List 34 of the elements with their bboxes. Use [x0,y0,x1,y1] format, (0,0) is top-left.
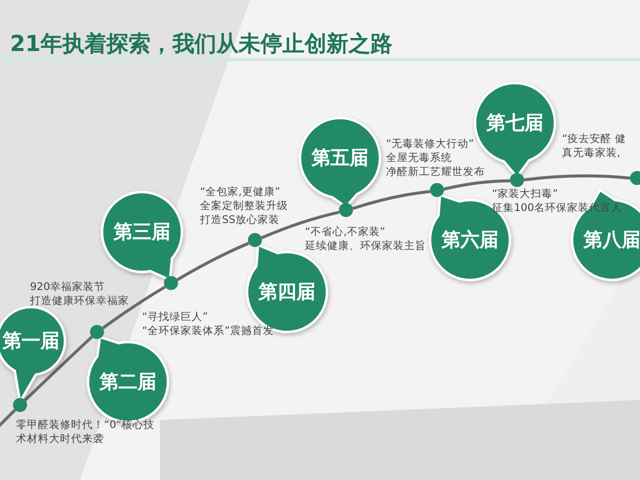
milestone-text: “全环保家装体系”震撼首发 [142,324,274,338]
stage-label: 第三届 [114,220,170,245]
milestone-text: “不省心,不家装” [305,225,386,239]
stage-label: 第八届 [584,228,640,253]
stage-label: 第六届 [442,228,498,253]
milestone-text: 全屋无毒系统 [386,151,452,165]
milestone-text: 全案定制整装升级 [200,199,288,213]
milestone-text: “寻找绿巨人” [142,310,208,324]
milestone-text: “无毒装修大行动” [386,137,474,151]
timeline-line [261,210,340,240]
stage-label: 第二届 [100,370,156,395]
stage-label: 第五届 [312,146,368,171]
stage-label: 第七届 [486,111,544,136]
stage-label: 第四届 [258,280,316,305]
milestone-text: 真无毒家装, [562,146,620,160]
milestone-text: “家装大扫毒” [492,187,558,201]
milestone-text: 征集100名环保家装代言人 [492,201,622,215]
speech-bubble [569,187,640,283]
milestone-text: “全包家,更健康” [200,185,280,199]
milestone-text: “疫去安醛 健 [562,132,626,146]
milestone-text: 净醛新工艺耀世发布 [386,165,485,179]
milestone-text: 打造SS放心家装 [200,213,280,227]
milestone-text: 零甲醛装修时代！“0”核心技 [16,418,155,432]
timeline-line [24,336,93,402]
timeline-line [352,190,430,210]
title: 21年执着探索，我们从未停止创新之路 [10,30,393,59]
stage-label: 第一届 [2,329,60,354]
timeline-line [444,179,510,191]
milestone-text: 920幸福家装节 [30,280,106,294]
milestone-text: 延续健康、环保家装主旨 [305,239,426,253]
milestone-text: 术材料大时代来袭 [16,432,104,446]
timeline-line [176,242,250,282]
milestone-text: 打造健康环保幸福家 [30,294,129,308]
timeline-line [102,286,166,330]
